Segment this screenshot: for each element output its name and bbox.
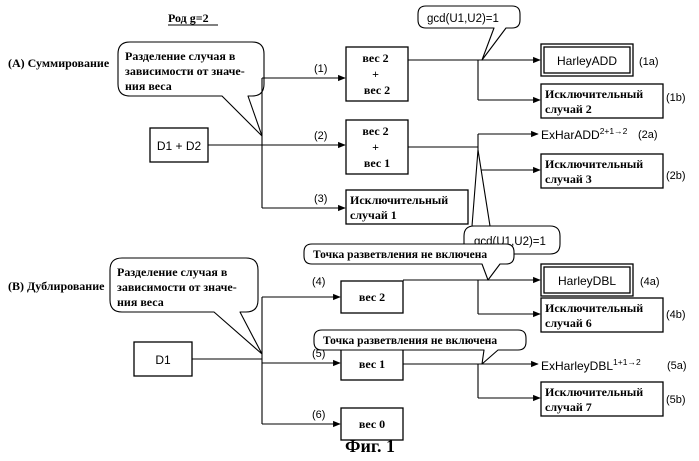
box-line: вес 2 [364, 83, 390, 97]
exharleydbl-text: ExHarleyDBL [541, 359, 613, 373]
tag-4b: (4b) [666, 309, 686, 321]
box-line: Исключительный [350, 193, 448, 207]
note-mid-text: Точка разветвления не включена [323, 335, 497, 347]
box-line: вес 1 [364, 156, 390, 170]
box-line: + [372, 140, 379, 154]
callout-line: Разделение случая в [125, 49, 236, 63]
input-d1-d2: D1 + D2 [157, 139, 202, 153]
exharadd-label: ExHarADD2+1→2 [541, 126, 628, 142]
box-line: случай 6 [545, 316, 592, 330]
exharadd-sup: 2+1→2 [600, 126, 628, 136]
box-line: случай 1 [350, 208, 397, 222]
harleydbl-label: HarleyDBL [558, 274, 616, 288]
exharadd-text: ExHarADD [541, 128, 600, 142]
branch-4-num: (4) [312, 276, 325, 288]
box-line: Исключительный [545, 87, 643, 101]
tag-4a: (4a) [640, 276, 660, 288]
box-line: вес 2 [362, 124, 388, 138]
note-top-text: Точка разветвления не включена [313, 249, 487, 261]
genus-label: Род g=2 [168, 11, 209, 25]
tag-1b: (1b) [666, 92, 686, 104]
box-line: Исключительный [545, 157, 643, 171]
box-line: случай 2 [545, 102, 592, 116]
tag-1a: (1a) [639, 56, 659, 68]
tag-5b: (5b) [666, 394, 686, 406]
box-weight-0-text: вес 0 [359, 417, 385, 431]
box-line: Исключительный [545, 385, 643, 399]
branch-1-num: (1) [314, 63, 327, 75]
callout-line: ния веса [125, 79, 172, 93]
input-d1: D1 [155, 353, 171, 367]
callout-line: зависимости от значе- [117, 280, 237, 294]
exharleydbl-label: ExHarleyDBL1+1→2 [541, 357, 641, 373]
callout-line: Разделение случая в [117, 265, 228, 279]
section-b-label: (B) Дублирование [8, 279, 105, 293]
box-line: случай 3 [545, 172, 592, 186]
callout-line: зависимости от значе- [125, 64, 245, 78]
box-line: случай 7 [545, 400, 592, 414]
branch-2-num: (2) [314, 130, 327, 142]
tag-2a: (2a) [638, 129, 658, 141]
box-weight-1-text: вес 1 [359, 357, 385, 371]
section-a-label: (A) Суммирование [8, 56, 110, 70]
tag-2b: (2b) [666, 170, 686, 182]
box-line: Исключительный [545, 301, 643, 315]
harleyadd-label: HarleyADD [557, 54, 617, 68]
branch-3-num: (3) [314, 193, 327, 205]
box-weight-2-text: вес 2 [359, 290, 385, 304]
gcd-top-text: gcd(U1,U2)=1 [427, 13, 499, 25]
tag-5a: (5a) [667, 360, 687, 372]
figure-caption: Фиг. 1 [345, 436, 395, 456]
box-line: вес 2 [362, 51, 388, 65]
exharleydbl-sup: 1+1→2 [613, 357, 641, 367]
callout-line: ния веса [117, 295, 164, 309]
box-line: + [372, 67, 379, 81]
branch-6-num: (6) [312, 409, 325, 421]
